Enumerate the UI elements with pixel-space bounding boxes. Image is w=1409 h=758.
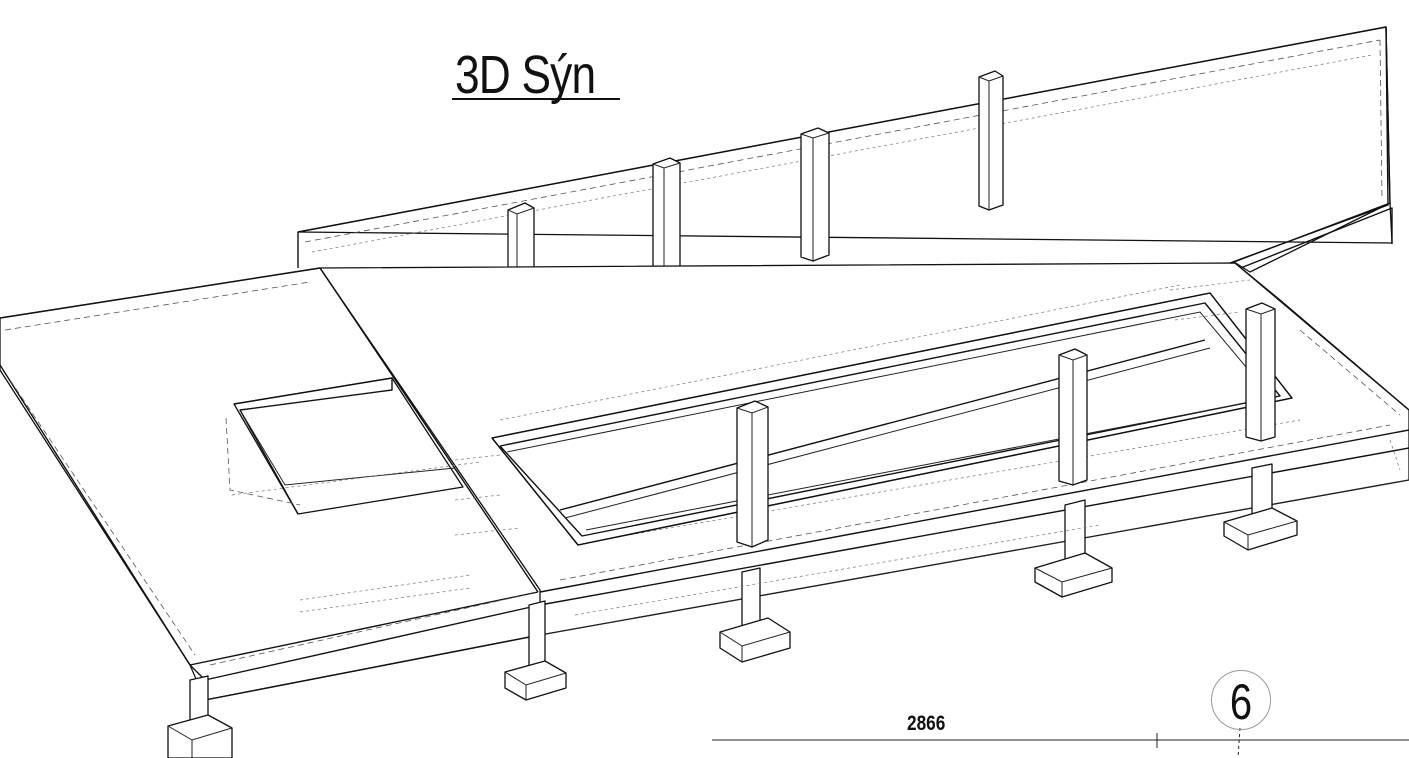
title-underline — [452, 98, 620, 100]
slab-opening — [225, 377, 481, 515]
grid-bubble: 6 — [1211, 670, 1271, 730]
footings — [167, 507, 1298, 758]
lower-columns — [189, 302, 1276, 739]
ramp-frame — [491, 284, 1293, 546]
dimension-label: 2866 — [907, 712, 946, 735]
upper-slab — [297, 26, 1393, 273]
drawing-title: 3D Sýn — [455, 45, 596, 105]
construction-lines — [454, 279, 1401, 616]
dimension-line — [712, 727, 1409, 758]
grid-label: 6 — [1229, 674, 1253, 730]
